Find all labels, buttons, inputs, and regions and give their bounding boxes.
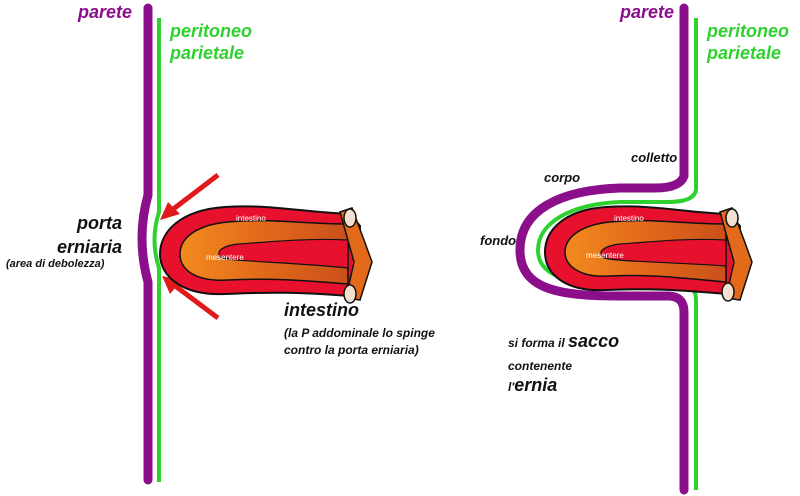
left-parete-label: parete (78, 2, 133, 22)
right-mesentery-inner-label: mesentere (586, 251, 624, 260)
right-parete-wall (515, 3, 689, 495)
left-intestino-title: intestino (284, 300, 359, 320)
left-parete-wall (137, 3, 153, 485)
right-caption-part3-big: ernia (514, 375, 558, 395)
left-peritoneo-label: peritoneo parietale (170, 20, 252, 64)
left-panel: intestino mesentere (137, 3, 373, 485)
left-intestino-note-line1: (la P addominale lo spinge (284, 326, 435, 340)
left-peritoneo-line2: parietale (170, 43, 245, 63)
right-intestine-inner-fold (600, 238, 727, 267)
right-peritoneo-label: peritoneo parietale (707, 20, 789, 64)
left-mesentery-inner-label: mesentere (206, 253, 244, 262)
right-caption-sacco: sacco (568, 331, 620, 351)
right-fondo-label: fondo (480, 233, 517, 248)
left-intestino-note: (la P addominale lo spinge contro la por… (284, 325, 435, 359)
left-intestine-inner-label: intestino (236, 214, 266, 223)
right-caption-part1: si forma il (508, 336, 569, 350)
right-peritoneo-line1: peritoneo (707, 21, 790, 41)
left-porta-label: porta erniaria (57, 211, 122, 259)
right-caption: si forma il sacco contenente l'ernia (508, 330, 619, 396)
left-porta-line2: erniaria (56, 237, 122, 257)
right-parete-label: parete (620, 2, 675, 22)
right-colletto-label: colletto (631, 150, 678, 165)
right-caption-part2: contenente (508, 359, 573, 373)
left-intestino-note-line2: contro la porta erniaria) (284, 343, 419, 357)
left-arrow-upper (160, 173, 220, 220)
right-corpo-label: corpo (544, 170, 581, 185)
left-porta-line1: porta (77, 213, 122, 233)
right-peritoneo-line2: parietale (707, 43, 782, 63)
right-intestine: intestino mesentere (543, 205, 753, 302)
left-porta-note: (area di debolezza) (6, 258, 105, 270)
right-caption-part3-small: l' (508, 380, 515, 394)
left-intestine: intestino mesentere (158, 205, 373, 304)
left-peritoneo-line (152, 18, 161, 482)
right-panel: intestino mesentere (515, 3, 753, 495)
left-peritoneo-line1: peritoneo (170, 21, 253, 41)
left-intestine-inner-fold (218, 238, 349, 269)
right-intestine-inner-label: intestino (614, 214, 644, 223)
